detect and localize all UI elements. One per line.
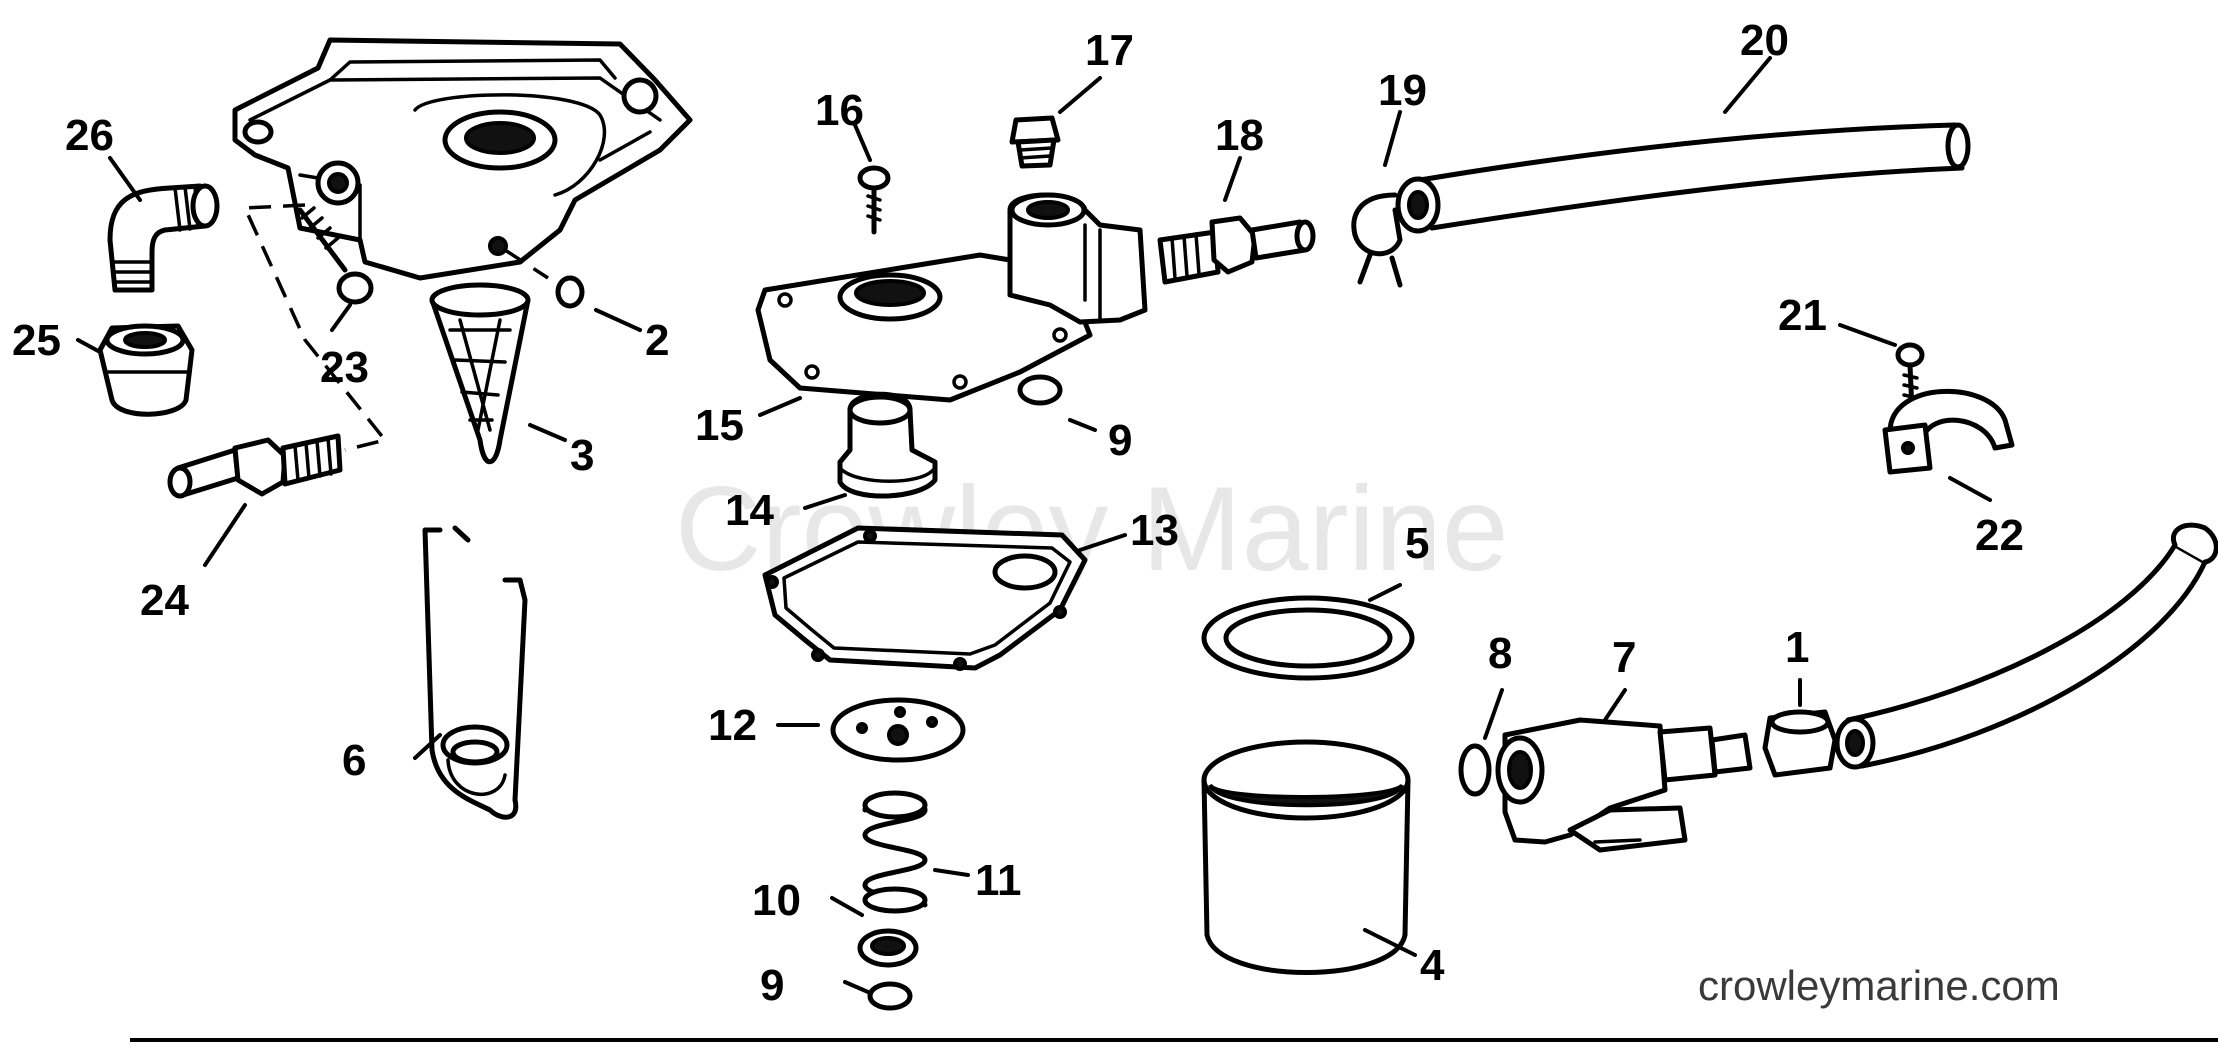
callout-2: 2 xyxy=(645,316,669,365)
callout-15: 15 xyxy=(695,401,744,450)
callout-17: 17 xyxy=(1085,26,1134,75)
callout-11: 11 xyxy=(975,856,1022,905)
lower-hose xyxy=(1834,522,2218,770)
part-4-filter-bowl xyxy=(1201,739,1411,975)
callout-5: 5 xyxy=(1405,519,1429,568)
callout-1: 1 xyxy=(1785,623,1809,672)
callout-10: 10 xyxy=(752,876,801,925)
part-20-upper-hose xyxy=(1395,122,1971,234)
part-25-nut xyxy=(97,323,195,417)
part-6-wire-bail xyxy=(422,525,528,820)
leader-lines xyxy=(76,56,1992,994)
callout-21: 21 xyxy=(1778,291,1827,340)
assembly-dash-line xyxy=(242,203,389,452)
filter-housing xyxy=(232,37,693,281)
callout-13: 13 xyxy=(1130,506,1179,555)
part-8-o-ring xyxy=(1458,743,1492,797)
callout-4: 4 xyxy=(1420,941,1445,990)
part-15-pump-cover xyxy=(755,192,1148,403)
part-10-valve xyxy=(857,928,919,968)
callout-14: 14 xyxy=(725,486,774,535)
callout-6: 6 xyxy=(342,736,366,785)
part-22-clip xyxy=(1882,389,2015,475)
part-9-lower-disc xyxy=(867,981,913,1011)
callout-12: 12 xyxy=(708,701,757,750)
part-13-gasket xyxy=(762,525,1088,671)
site-url-text: crowleymarine.com xyxy=(1698,962,2060,1009)
callout-3: 3 xyxy=(570,431,594,480)
part-19-hose-clamp xyxy=(1351,192,1403,288)
part-24-fitting xyxy=(167,433,343,499)
callout-7: 7 xyxy=(1612,633,1636,682)
part-18-barb-fitting xyxy=(1157,215,1316,285)
callout-24: 24 xyxy=(140,576,189,625)
part-23-screw xyxy=(297,206,374,305)
callout-26: 26 xyxy=(65,111,114,160)
part-16-screw xyxy=(857,165,891,235)
part-2-plug xyxy=(504,248,585,309)
callout-18: 18 xyxy=(1215,111,1264,160)
callout-19: 19 xyxy=(1378,66,1427,115)
part-3-filter-element xyxy=(429,282,531,465)
callout-22: 22 xyxy=(1975,511,2024,560)
callout-16: 16 xyxy=(815,86,864,135)
part-1-ferrule xyxy=(1762,709,1838,778)
callout-8: 8 xyxy=(1488,629,1512,678)
callout-20: 20 xyxy=(1740,16,1789,65)
part-14-cup xyxy=(837,391,938,499)
part-5-o-ring xyxy=(1201,595,1415,681)
part-9-upper-disc xyxy=(1017,374,1063,406)
callout-9-lower: 9 xyxy=(760,961,784,1010)
callout-25: 25 xyxy=(12,316,61,365)
callout-23: 23 xyxy=(320,343,369,392)
part-12-diaphragm-plate xyxy=(830,697,966,763)
callout-9-upper: 9 xyxy=(1108,416,1132,465)
part-7-connector xyxy=(1495,717,1753,853)
part-11-spring xyxy=(862,790,928,914)
part-26-elbow xyxy=(107,183,220,293)
part-17-plug xyxy=(1009,115,1061,169)
callout-labels: 2 3 4 5 6 7 8 9 9 10 11 12 13 14 15 16 1… xyxy=(12,16,2024,1010)
